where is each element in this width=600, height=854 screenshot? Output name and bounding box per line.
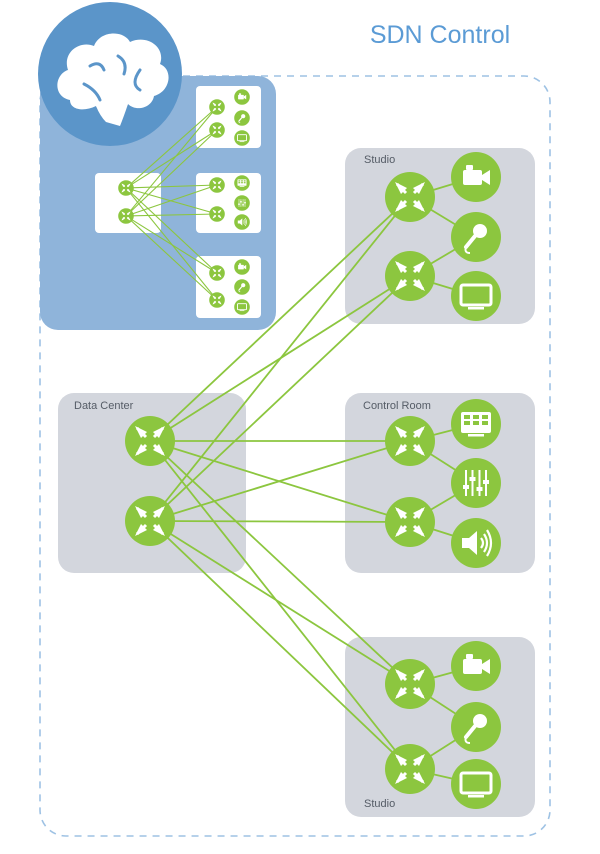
brain-icon xyxy=(38,2,182,146)
data-center-label: Data Center xyxy=(74,400,134,412)
mini-control-box xyxy=(196,173,261,233)
studio-bottom-zone xyxy=(345,637,535,817)
data-center-zone xyxy=(58,393,246,573)
studio-top-switch-1-icon xyxy=(385,172,435,222)
speaker-icon xyxy=(451,518,501,568)
studio-bottom-label: Studio xyxy=(364,798,395,810)
control-room-switch-2-icon xyxy=(385,497,435,547)
studio-bottom-switch-1-icon xyxy=(385,659,435,709)
studio-top-zone xyxy=(345,148,535,324)
camera-icon xyxy=(451,152,501,202)
studio-top-switch-2-icon xyxy=(385,251,435,301)
studio-bottom-switch-2-icon xyxy=(385,744,435,794)
audio-mixer-icon xyxy=(451,458,501,508)
control-room-switch-1-icon xyxy=(385,416,435,466)
core-switch-1-icon xyxy=(125,416,175,466)
microphone-icon xyxy=(451,212,501,262)
controller-mini-network xyxy=(95,86,261,318)
camera-icon xyxy=(451,641,501,691)
microphone-icon xyxy=(451,702,501,752)
multiviewer-icon xyxy=(451,399,501,449)
mini-core-box xyxy=(95,173,161,233)
studio-top-label: Studio xyxy=(364,154,395,166)
sdn-boundary xyxy=(39,75,551,837)
control-room-label: Control Room xyxy=(363,400,431,412)
core-switch-2-icon xyxy=(125,496,175,546)
page-title: SDN Control xyxy=(370,21,510,49)
control-room-zone xyxy=(345,393,535,573)
monitor-icon xyxy=(451,759,501,809)
monitor-icon xyxy=(451,271,501,321)
